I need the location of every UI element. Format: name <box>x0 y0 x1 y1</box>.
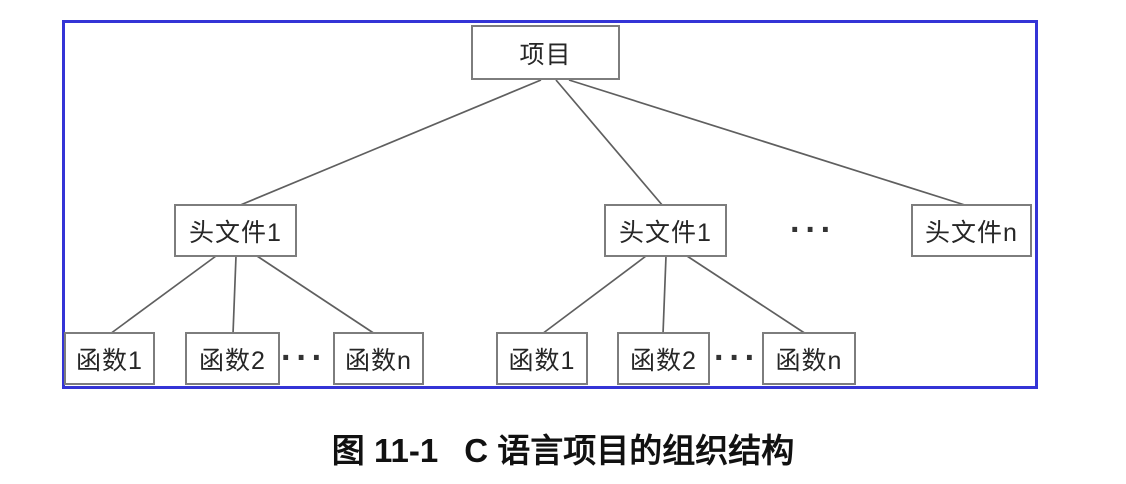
node-function-2-group2-label: 函数2 <box>630 346 697 375</box>
connector-line <box>256 255 376 335</box>
figure-caption: 图 11-1 C 语言项目的组织结构 <box>0 424 1126 472</box>
group2-ellipsis: ··· <box>714 339 760 377</box>
node-header-file-1-label: 头文件1 <box>189 218 282 247</box>
node-function-n-group1-label: 函数n <box>345 346 412 375</box>
connector-line <box>237 79 542 207</box>
figure-caption-number: 图 11-1 <box>331 432 439 469</box>
group1-ellipsis: ··· <box>281 339 327 377</box>
node-header-file-2: 头文件1 <box>604 204 727 257</box>
level2-ellipsis: ··· <box>790 211 836 249</box>
node-function-2-group1-label: 函数2 <box>199 346 266 375</box>
node-function-n-group2-label: 函数n <box>775 346 843 375</box>
node-function-1-group1: 函数1 <box>64 332 155 385</box>
connector-line <box>109 255 217 335</box>
node-function-2-group2: 函数2 <box>617 332 710 385</box>
diagram-frame <box>62 20 1038 389</box>
connector-line <box>555 79 664 207</box>
node-project: 项目 <box>471 25 620 80</box>
node-function-n-group1: 函数n <box>333 332 424 385</box>
connector-line <box>568 79 969 207</box>
figure-caption-title: C 语言项目的组织结构 <box>464 432 795 469</box>
node-header-file-2-label: 头文件1 <box>619 218 712 247</box>
connector-line <box>686 255 807 335</box>
node-function-1-group2-label: 函数1 <box>508 346 576 375</box>
node-function-n-group2: 函数n <box>762 332 856 385</box>
node-function-1-group1-label: 函数1 <box>76 346 143 375</box>
node-function-2-group1: 函数2 <box>185 332 280 385</box>
node-function-1-group2: 函数1 <box>496 332 588 385</box>
connector-line <box>662 255 667 335</box>
connector-line <box>232 255 237 335</box>
node-project-label: 项目 <box>519 40 572 69</box>
node-header-file-n-label: 头文件n <box>925 218 1018 247</box>
node-header-file-n: 头文件n <box>911 204 1032 257</box>
connector-line <box>541 255 647 335</box>
node-header-file-1: 头文件1 <box>174 204 297 257</box>
